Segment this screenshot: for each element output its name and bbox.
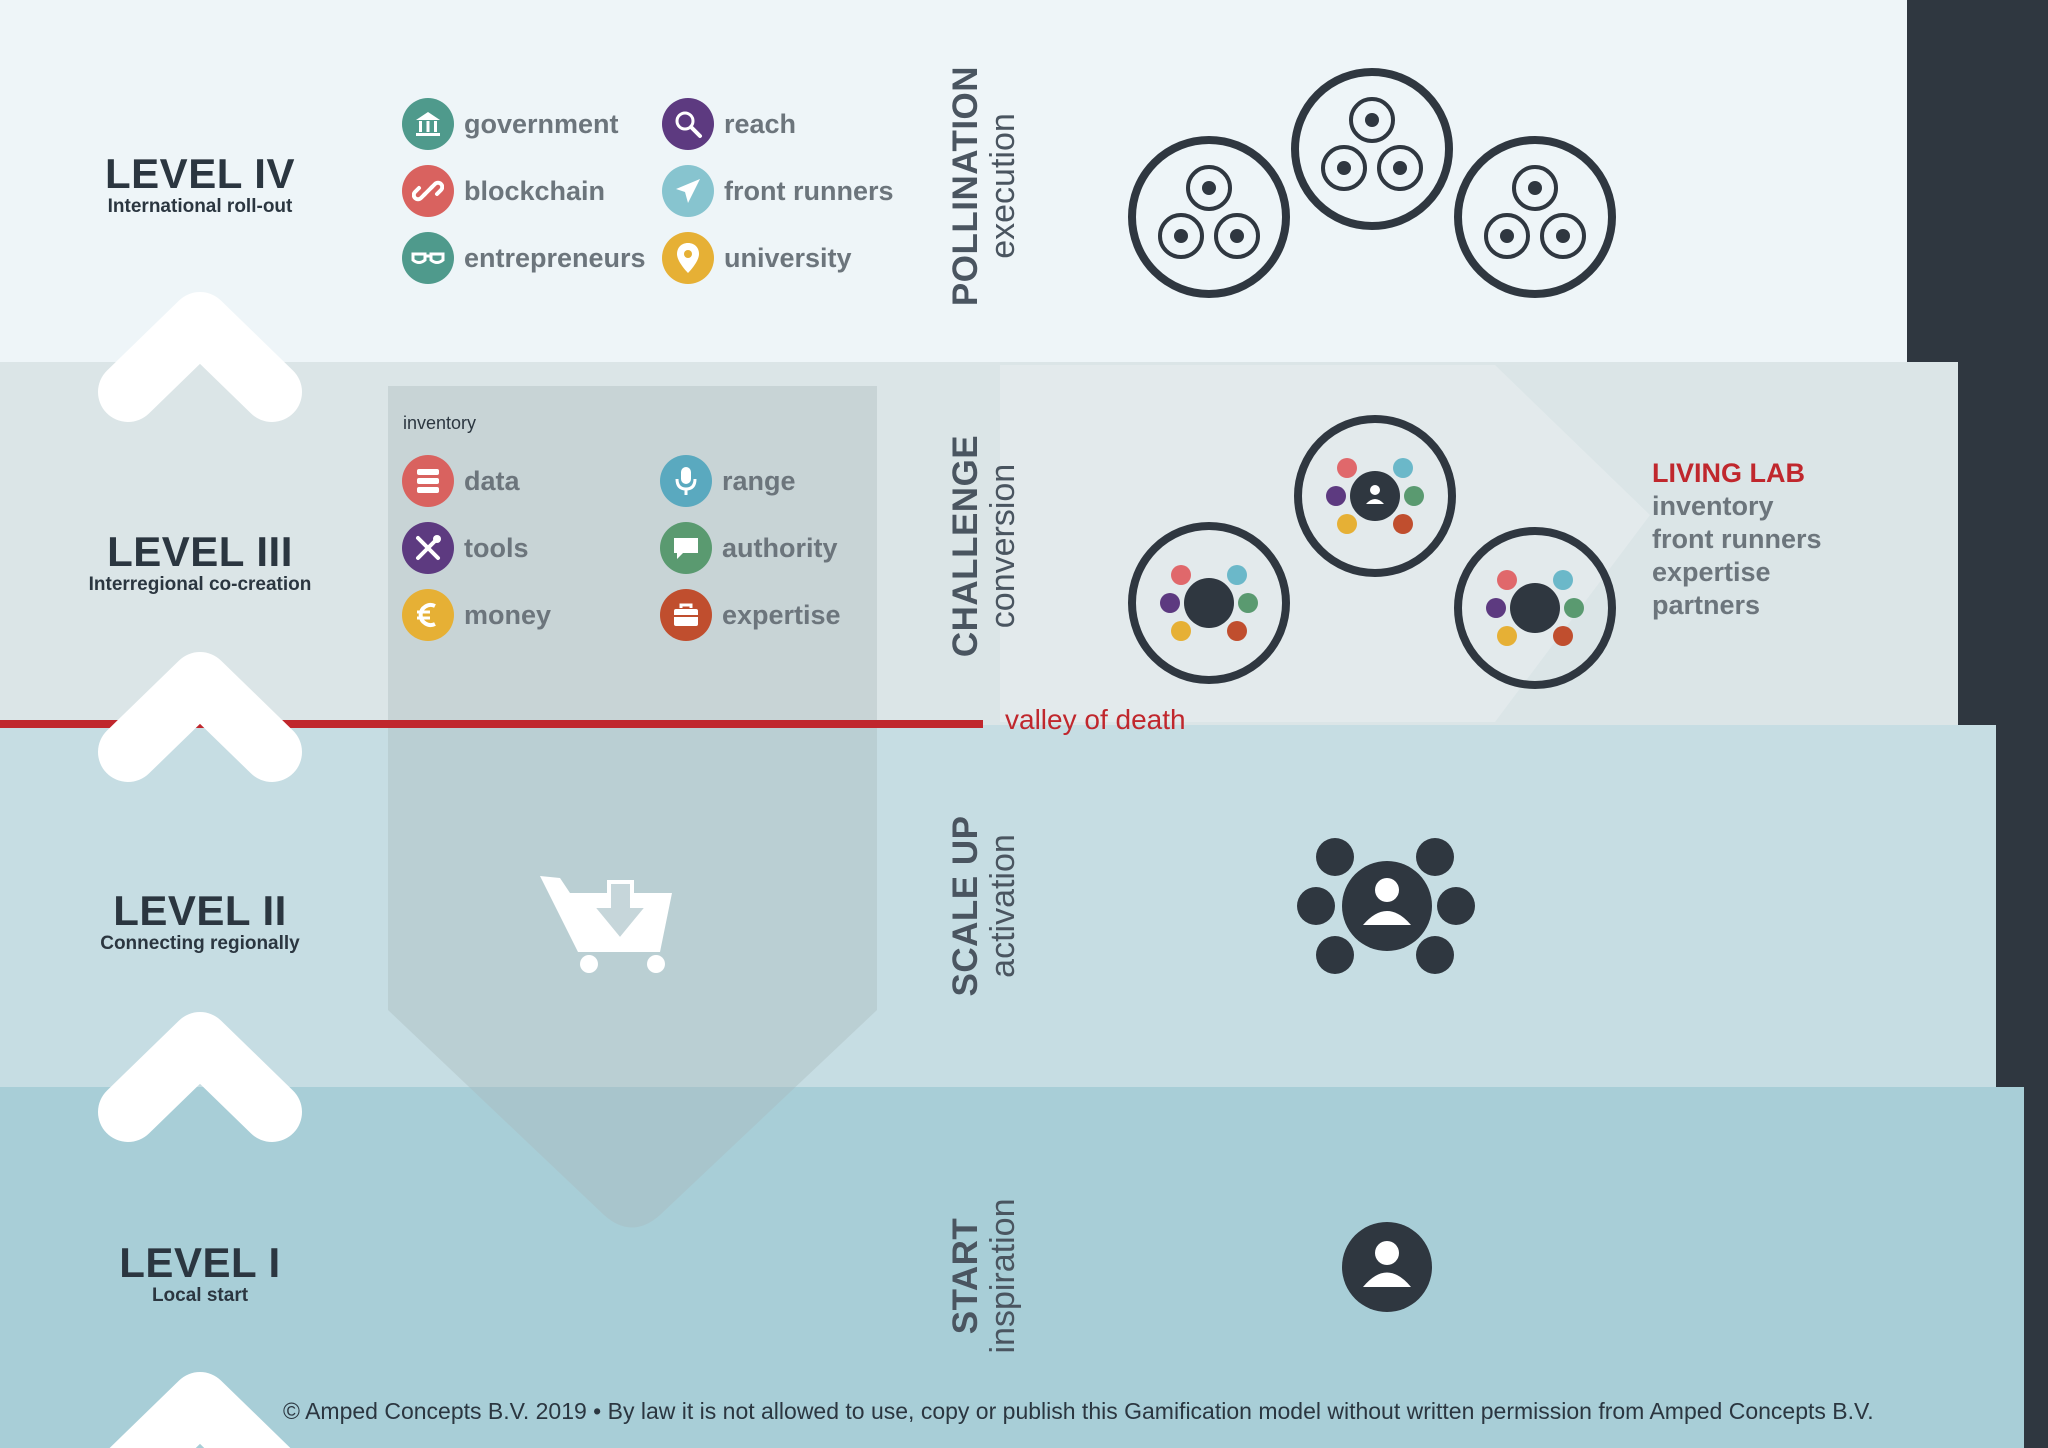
phase-main: POLLINATION	[946, 65, 985, 307]
level-1-label: LEVEL I Local start	[0, 1241, 400, 1307]
item-government: government	[402, 98, 619, 150]
band-level-4	[0, 0, 1907, 362]
phase-sub: conversion	[984, 463, 1022, 629]
cluster-circle	[1454, 136, 1616, 298]
item-label: range	[722, 465, 796, 496]
speech-bubble-icon	[660, 522, 712, 574]
phase-challenge: CHALLENGE conversion	[946, 396, 1077, 696]
link-icon	[402, 165, 454, 217]
item-entrepreneurs: entrepreneurs	[402, 232, 646, 284]
level-title: LEVEL IV	[105, 150, 295, 197]
item-tools: tools	[402, 522, 529, 574]
cluster-circle	[1294, 415, 1456, 577]
chevron-up-icon	[98, 652, 302, 782]
level-title: LEVEL II	[113, 887, 287, 934]
living-lab-arrow	[1000, 365, 1650, 722]
person-network-icon	[1297, 838, 1475, 974]
colored-cluster	[1326, 458, 1424, 534]
inventory-label: inventory	[403, 413, 477, 433]
phase-sub: inspiration	[984, 1198, 1022, 1354]
item-label: entrepreneurs	[464, 242, 646, 273]
chevron-up-icon	[109, 1372, 291, 1448]
item-label: data	[464, 465, 520, 496]
level-subtitle: Interregional co-creation	[88, 574, 312, 595]
cluster-circle	[1454, 527, 1616, 689]
colored-cluster	[1160, 565, 1258, 641]
level-title: LEVEL III	[107, 528, 293, 575]
chevron-up-icon	[98, 292, 302, 422]
shopping-cart-icon	[540, 876, 672, 973]
phase-sub: execution	[984, 113, 1022, 259]
microphone-icon	[660, 455, 712, 507]
living-lab: LIVING LAB inventory front runners exper…	[1652, 457, 1822, 622]
glasses-icon	[402, 232, 454, 284]
item-expertise: expertise	[660, 589, 841, 641]
item-label: front runners	[724, 175, 894, 206]
level-subtitle: Local start	[151, 1285, 249, 1306]
item-label: expertise	[722, 599, 841, 630]
level-2-label: LEVEL II Connecting regionally	[0, 889, 400, 955]
phase-pollination: POLLINATION execution	[946, 36, 1077, 336]
cluster-circle	[1291, 68, 1453, 230]
item-label: government	[464, 108, 619, 139]
chevron-up-icon	[98, 1012, 302, 1142]
living-lab-line: front runners	[1652, 524, 1822, 554]
level-subtitle: International roll-out	[107, 196, 293, 217]
item-label: reach	[724, 108, 797, 139]
item-label: tools	[464, 532, 529, 563]
database-icon	[402, 455, 454, 507]
item-label: money	[464, 599, 552, 630]
item-label: university	[724, 242, 852, 273]
cluster-circle	[1128, 136, 1290, 298]
cluster-circle	[1128, 522, 1290, 684]
phase-sub: activation	[984, 834, 1022, 978]
phase-scale-up: SCALE UP activation	[946, 756, 1077, 1056]
item-money: money	[402, 589, 551, 641]
copyright-notice: © Amped Concepts B.V. 2019 • By law it i…	[283, 1398, 1874, 1424]
person-icon	[1342, 1222, 1432, 1312]
phase-main: START	[946, 1217, 985, 1335]
level-4-label: LEVEL IV International roll-out	[0, 152, 400, 218]
living-lab-line: expertise	[1652, 557, 1771, 587]
living-lab-heading: LIVING LAB	[1652, 458, 1805, 488]
phase-main: CHALLENGE	[946, 434, 985, 658]
band-level-2	[0, 725, 1996, 1087]
phase-start: START inspiration	[946, 1126, 1077, 1426]
bank-icon	[402, 98, 454, 150]
briefcase-icon	[660, 589, 712, 641]
valley-of-death-label: valley of death	[1005, 704, 1186, 735]
living-lab-line: partners	[1652, 590, 1761, 620]
inventory-panel	[388, 386, 877, 1228]
level-3-label: LEVEL III Interregional co-creation	[0, 530, 400, 596]
item-authority: authority	[660, 522, 838, 574]
item-label: blockchain	[464, 175, 606, 206]
item-data: data	[402, 455, 520, 507]
valley-of-death-line	[0, 720, 983, 728]
item-front-runners: front runners	[662, 165, 894, 217]
phase-main: SCALE UP	[946, 815, 985, 997]
level-subtitle: Connecting regionally	[100, 933, 300, 954]
level-title: LEVEL I	[119, 1239, 281, 1286]
magnifier-icon	[662, 98, 714, 150]
item-reach: reach	[662, 98, 796, 150]
item-range: range	[660, 455, 796, 507]
band-level-1	[0, 1087, 2024, 1448]
item-label: authority	[722, 532, 838, 563]
band-level-3	[0, 362, 1958, 725]
tools-icon	[402, 522, 454, 574]
item-blockchain: blockchain	[402, 165, 605, 217]
euro-icon	[402, 589, 454, 641]
item-university: university	[662, 232, 852, 284]
living-lab-line: inventory	[1652, 491, 1774, 521]
airplane-icon	[662, 165, 714, 217]
location-pin-icon	[662, 232, 714, 284]
colored-cluster	[1486, 570, 1584, 646]
